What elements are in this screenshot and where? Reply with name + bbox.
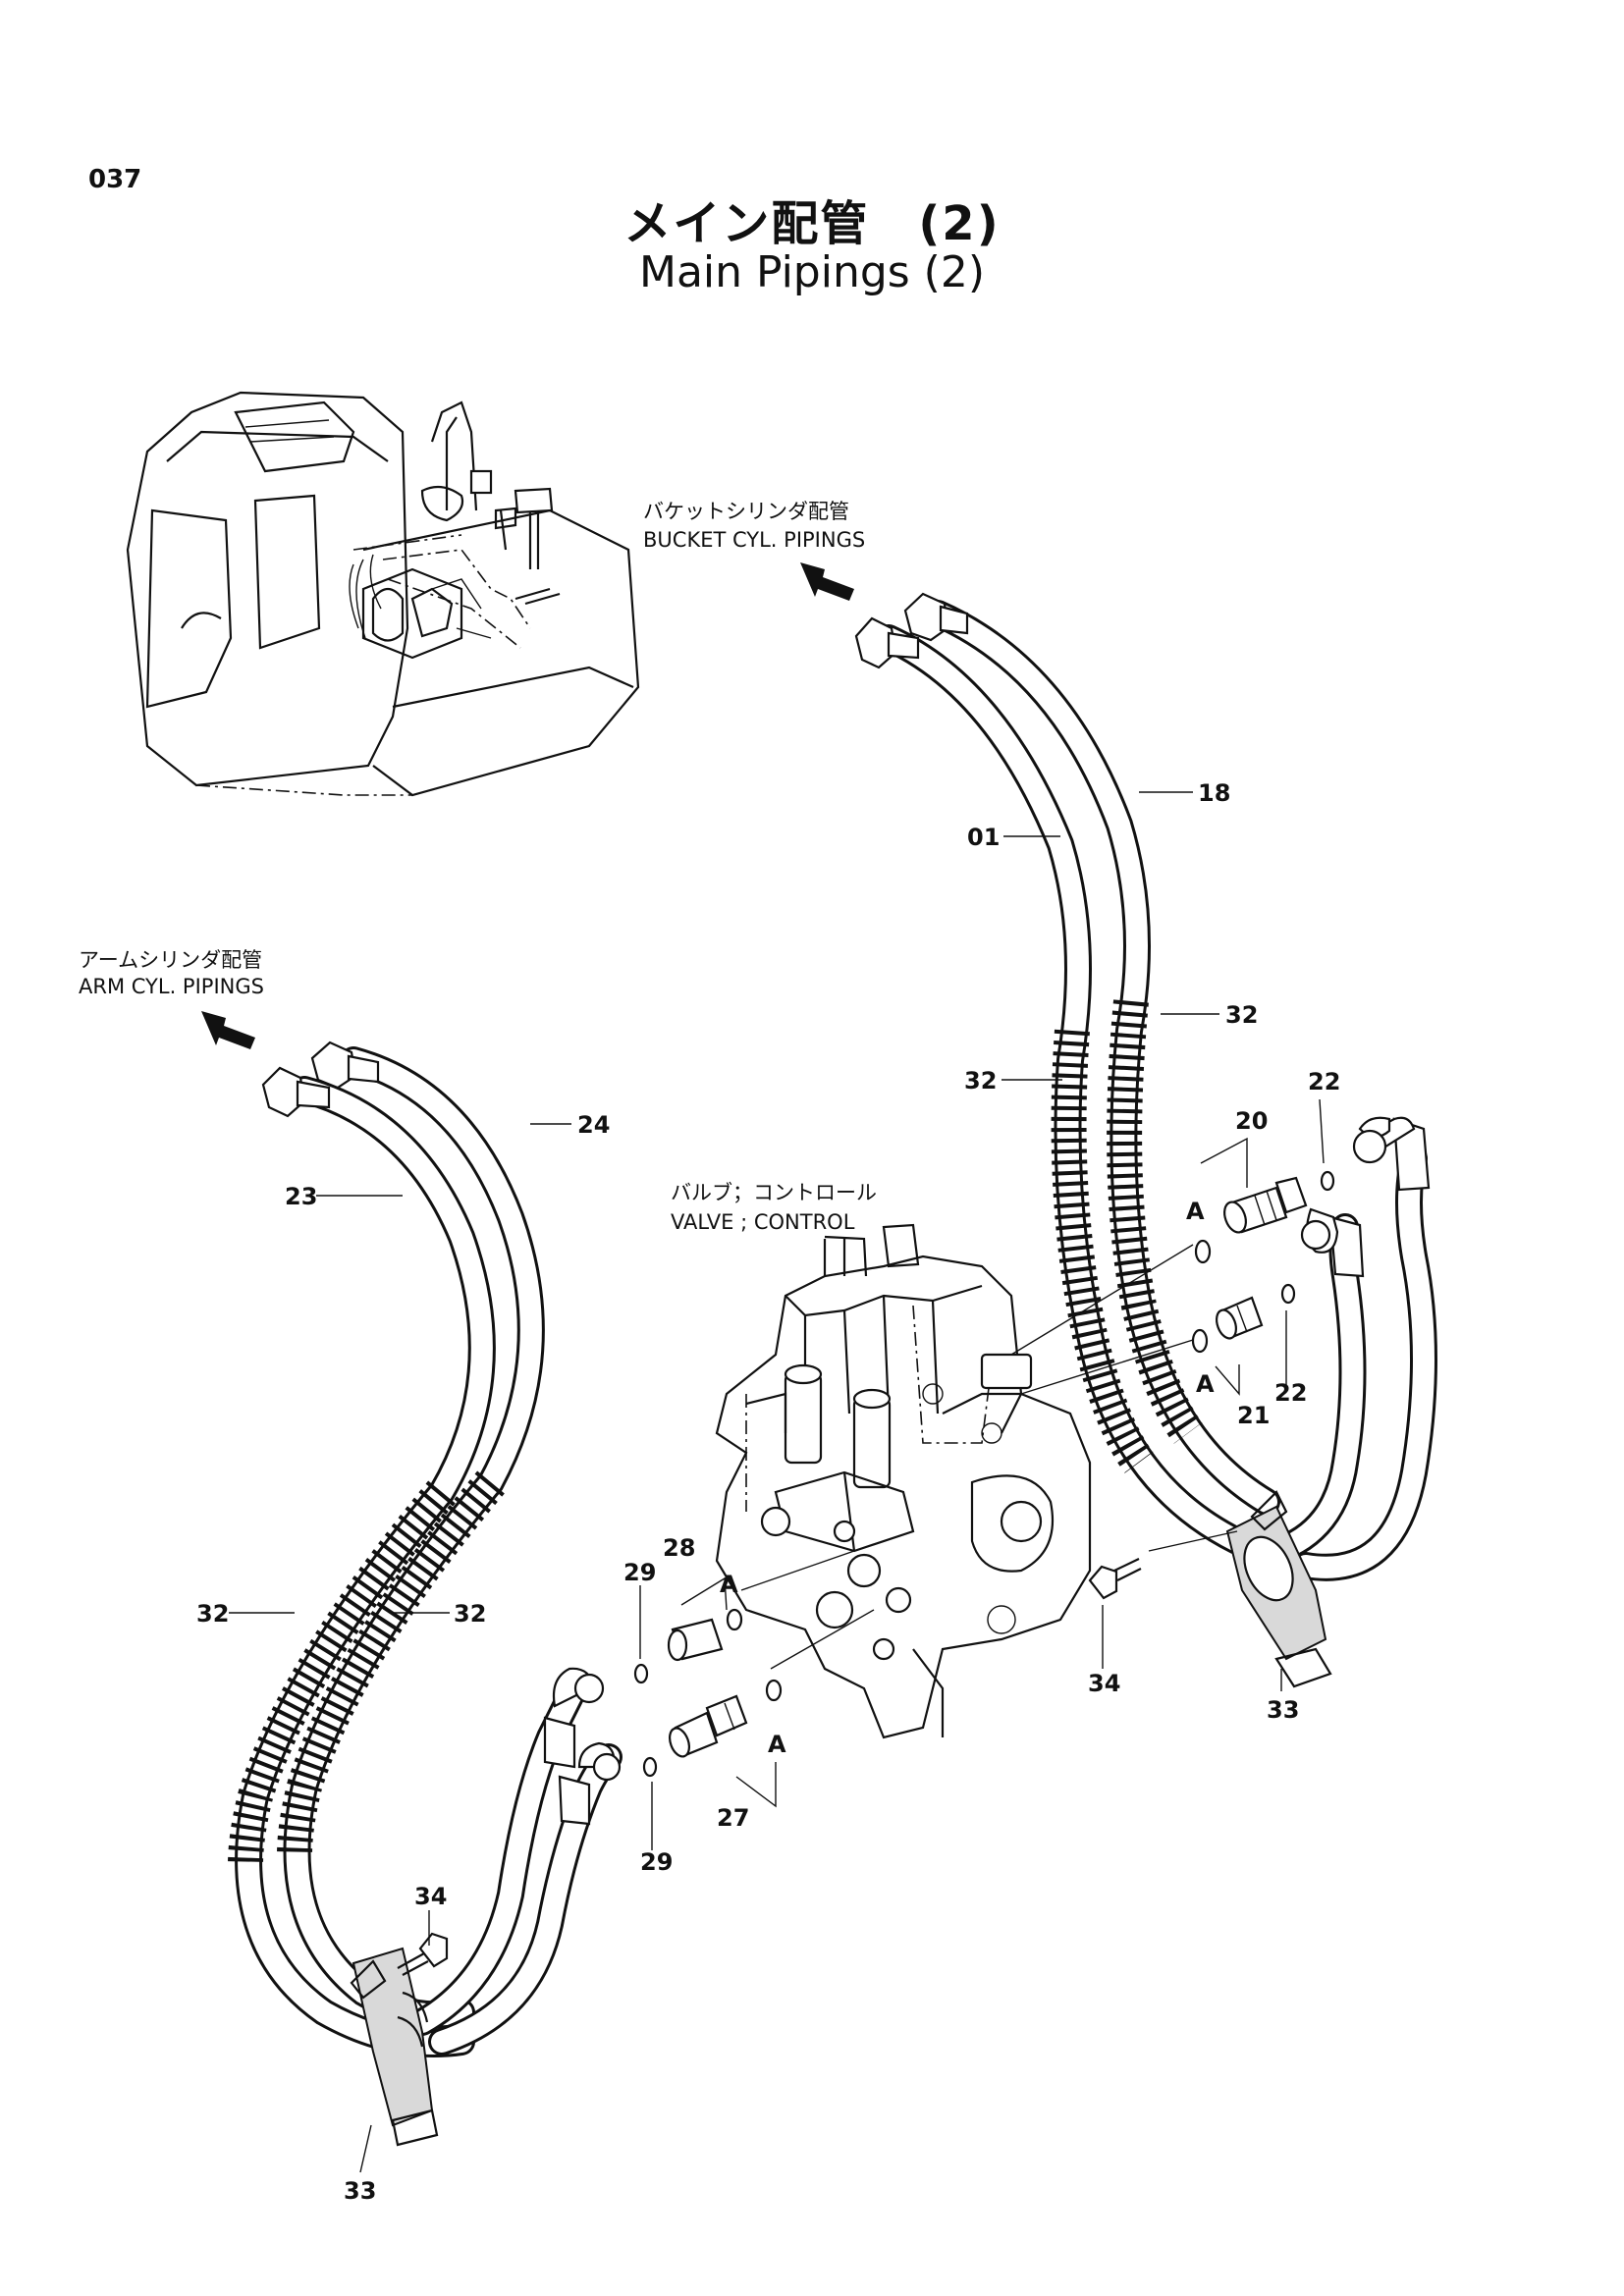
part-label-A-lower-right: A [1196, 1370, 1215, 1398]
bucket-callout-english: BUCKET CYL. PIPINGS [643, 528, 865, 552]
arm-direction-arrow [201, 1011, 255, 1049]
bucket-hose-end-fitting [854, 592, 969, 669]
part-label-29-lower: 29 [640, 1848, 673, 1876]
part-label-24: 24 [577, 1111, 610, 1139]
arm-callout-english: ARM CYL. PIPINGS [79, 975, 264, 998]
valve-callout-japanese: バルブ；コントロール [671, 1181, 877, 1204]
fitting-27-adapter [669, 1694, 748, 1758]
bucket-hose-assembly [800, 562, 1280, 1555]
arm-callout-japanese: アームシリンダ配管 [79, 948, 262, 972]
fitting-20-adapter [1223, 1176, 1308, 1234]
part-label-20: 20 [1235, 1107, 1268, 1135]
part-label-34-left: 34 [414, 1883, 447, 1910]
part-label-01: 01 [967, 824, 1000, 851]
hose-clamp-left [350, 1947, 439, 2147]
part-label-A-upper-left: A [720, 1571, 738, 1598]
arm-hose-end-fitting [261, 1041, 380, 1118]
part-label-18: 18 [1198, 779, 1230, 807]
part-label-22-upper: 22 [1308, 1068, 1340, 1095]
part-label-22-lower: 22 [1274, 1379, 1307, 1407]
part-label-32-arm-left: 32 [196, 1600, 229, 1628]
part-label-A-lower-left: A [768, 1731, 786, 1758]
part-label-23: 23 [285, 1183, 317, 1210]
bucket-callout-japanese: バケットシリンダ配管 [643, 500, 849, 523]
part-label-34-right: 34 [1088, 1670, 1120, 1697]
bucket-side-return-hoses [1263, 1116, 1437, 1581]
arm-hose-assembly [201, 1011, 545, 2057]
o-ring-29-upper [633, 1663, 649, 1684]
part-label-A-upper-right: A [1186, 1198, 1205, 1225]
hose-clamp-right [1225, 1490, 1332, 1688]
page-number: 037 [88, 165, 142, 194]
part-label-33-left: 33 [344, 2177, 376, 2205]
fitting-28-adapter [667, 1618, 724, 1662]
o-ring-22-lower [1280, 1283, 1296, 1305]
fitting-21-adapter [1216, 1296, 1264, 1340]
page-title-english: Main Pipings (2) [638, 247, 986, 297]
o-ring-28 [726, 1608, 743, 1631]
o-ring-29-lower [642, 1756, 658, 1778]
valve-callout-english: VALVE ; CONTROL [671, 1210, 855, 1234]
bolt-34-right [1088, 1558, 1142, 1600]
part-label-21: 21 [1237, 1402, 1270, 1429]
control-valve-body [715, 1223, 1092, 1739]
part-label-28: 28 [663, 1534, 695, 1562]
part-label-29-upper: 29 [623, 1559, 656, 1586]
part-label-32-arm-right: 32 [454, 1600, 486, 1628]
excavator-inset-illustration [126, 391, 640, 797]
page-title-japanese: メイン配管 (2) [623, 196, 1001, 251]
label-leader-lines [229, 791, 1325, 2173]
bolt-34-left [397, 1932, 449, 1976]
bucket-direction-arrow [800, 562, 854, 601]
port-leader-lines [740, 1244, 1238, 1670]
o-ring-27 [765, 1679, 783, 1702]
part-label-27: 27 [717, 1804, 749, 1832]
part-label-32-bucket-right: 32 [1225, 1001, 1258, 1029]
o-ring-22-upper [1320, 1170, 1335, 1192]
part-label-32-bucket-left: 32 [964, 1067, 997, 1095]
o-ring-21 [1191, 1328, 1209, 1354]
arm-side-return-hoses [408, 1667, 623, 2056]
part-label-33-right: 33 [1267, 1696, 1299, 1724]
o-ring-20 [1194, 1239, 1212, 1264]
